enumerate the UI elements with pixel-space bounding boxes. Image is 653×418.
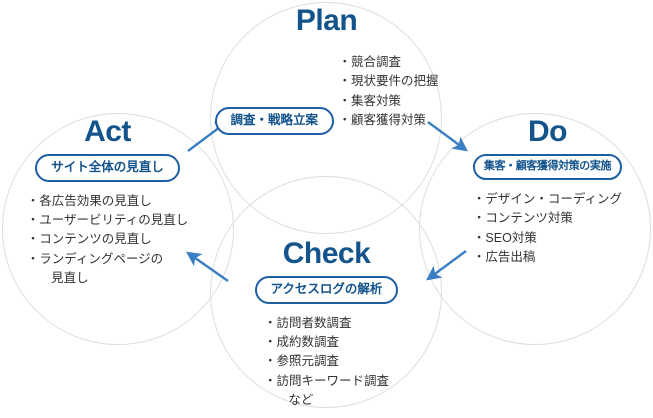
list-item: ・SEO対策 xyxy=(472,230,537,245)
list-item: ・広告出稿 xyxy=(472,250,536,265)
node-plan-badge: 調査・戦略立案 xyxy=(214,107,335,135)
node-act-title: Act xyxy=(84,115,131,148)
list-item: ・成約数調査 xyxy=(263,334,339,349)
circle-outline-check xyxy=(210,176,442,408)
node-check-badge: アクセスログの解析 xyxy=(254,276,399,304)
list-item: ・訪問者数調査 xyxy=(263,315,352,330)
list-item: ・訪問キーワード調査 など xyxy=(263,373,389,407)
node-plan: Plan 調査・戦略立案 ・競合調査 ・現状要件の把握 ・集客対策 ・顧客獲得対… xyxy=(212,6,441,135)
node-do-badge: 集客・顧客獲得対策の実施 xyxy=(472,154,623,180)
node-do: Do 集客・顧客獲得対策の実施 ・デザイン・コーディング ・コンテンツ対策 ・S… xyxy=(442,117,653,268)
node-do-title: Do xyxy=(528,115,568,148)
list-item: ・参照元調査 xyxy=(263,354,339,369)
node-do-item-list: ・デザイン・コーディング ・コンテンツ対策 ・SEO対策 ・広告出稿 xyxy=(473,190,622,268)
list-item: ・ランディングページの 見直し xyxy=(26,251,164,285)
node-act-item-list: ・各広告効果の見直し ・ユーザービリティの見直し ・コンテンツの見直し ・ランデ… xyxy=(27,192,189,289)
list-item: ・コンテンツの見直し xyxy=(26,232,152,247)
list-item: ・集客対策 xyxy=(338,93,401,108)
node-check: Check アクセスログの解析 ・訪問者数調査 ・成約数調査 ・参照元調査 ・訪… xyxy=(212,239,441,410)
list-item: ・ユーザービリティの見直し xyxy=(26,212,189,227)
list-item: ・各広告効果の見直し xyxy=(26,193,152,208)
node-plan-title: Plan xyxy=(295,4,358,37)
node-check-title: Check xyxy=(282,237,371,270)
node-check-item-list: ・訪問者数調査 ・成約数調査 ・参照元調査 ・訪問キーワード調査 など xyxy=(264,314,389,411)
list-item: ・競合調査 xyxy=(338,55,401,69)
list-item: ・顧客獲得対策 xyxy=(338,113,426,128)
list-item: ・デザイン・コーディング xyxy=(472,192,623,206)
node-plan-item-list: ・競合調査 ・現状要件の把握 ・集客対策 ・顧客獲得対策 xyxy=(338,53,438,131)
node-act: Act サイト全体の見直し ・各広告効果の見直し ・ユーザービリティの見直し ・… xyxy=(2,117,213,288)
list-item: ・コンテンツ対策 xyxy=(472,211,573,226)
list-item: ・現状要件の把握 xyxy=(338,74,439,89)
node-act-badge: サイト全体の見直し xyxy=(35,154,180,182)
